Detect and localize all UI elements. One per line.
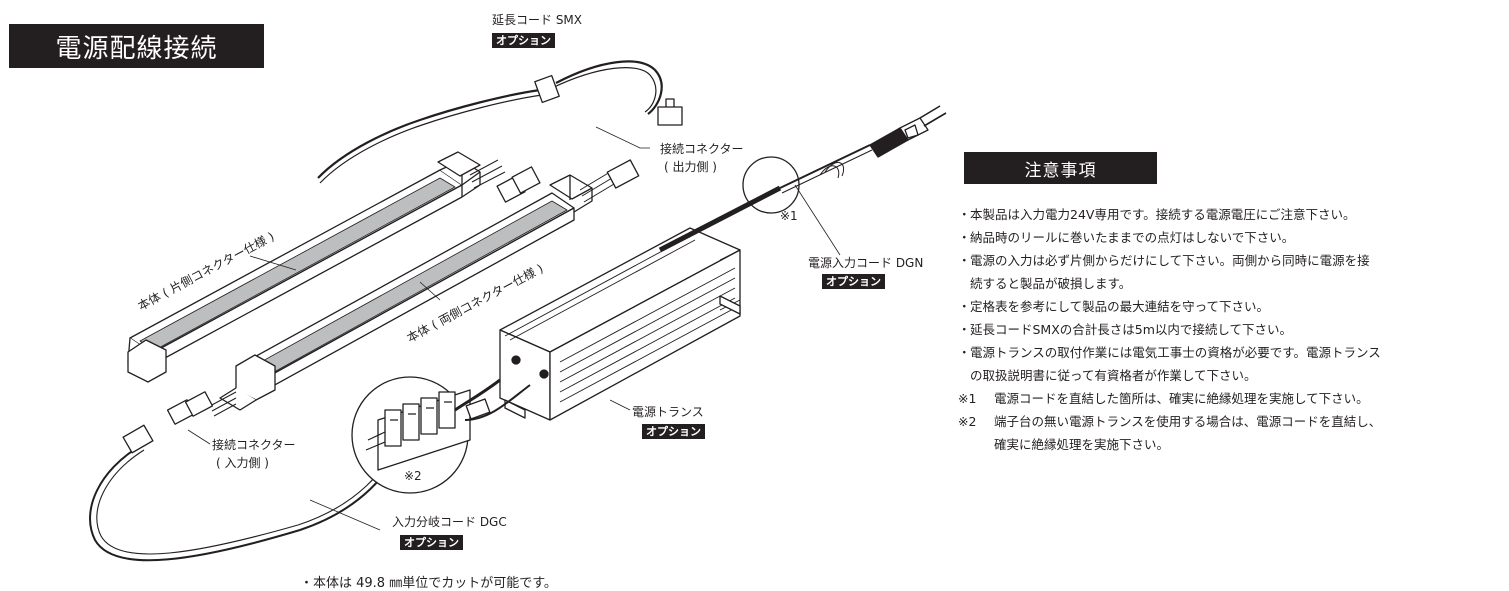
note-item: ・納品時のリールに巻いたままでの点灯はしないで下さい。 xyxy=(958,230,1295,245)
connector-output-side-label: ( 出力側 ) xyxy=(664,160,717,174)
connector-input-side-label: ( 入力側 ) xyxy=(216,456,269,470)
power-cord-option-badge: オプション xyxy=(822,274,885,289)
extension-connector-left xyxy=(496,166,541,203)
power-cord-label: 電源入力コード DGN xyxy=(808,256,924,270)
note-item: ・本製品は入力電力24V専用です。接続する電源電圧にご注意下さい。 xyxy=(958,207,1356,222)
note-mark-1: ※1 xyxy=(780,209,798,223)
extension-cord-smx xyxy=(317,60,683,184)
power-transformer xyxy=(499,227,741,421)
note-item: ・延長コードSMXの合計長さは5m以内で接続して下さい。 xyxy=(958,322,1293,337)
note-item: ・電源の入力は必ず片側からだけにして下さい。両側から同時に電源を接続すると製品が… xyxy=(958,253,1370,291)
detail-circle-2 xyxy=(351,376,531,494)
extension-cord-label: 延長コード SMX xyxy=(492,13,583,27)
body-double-side xyxy=(166,159,640,425)
transformer-label: 電源トランス xyxy=(632,405,704,419)
power-input-cord-dgn xyxy=(779,105,947,194)
page-title: 電源配線接続 xyxy=(9,24,264,68)
note-mark-2: ※2 xyxy=(404,469,422,483)
notes-list: ・本製品は入力電力24V専用です。接続する電源電圧にご注意下さい。 ・納品時のリ… xyxy=(958,203,1498,456)
note-item: ・定格表を参考にして製品の最大連結を守って下さい。 xyxy=(958,299,1270,314)
body-single-side xyxy=(127,151,506,383)
extension-cord-option-badge: オプション xyxy=(492,33,555,48)
notes-title: 注意事項 xyxy=(964,152,1157,184)
cut-unit-note: ・本体は 49.8 ㎜単位でカットが可能です。 xyxy=(300,576,557,591)
transformer-output-cable xyxy=(658,185,782,253)
connector-input-label: 接続コネクター xyxy=(212,438,296,452)
connector-output-label: 接続コネクター xyxy=(660,142,744,156)
wiring-diagram xyxy=(89,60,947,562)
note-item: ・電源トランスの取付作業には電気工事士の資格が必要です。電源トランスの取扱説明書… xyxy=(958,345,1381,383)
branch-cord-option-badge: オプション xyxy=(400,535,463,550)
detail-circle-1 xyxy=(742,156,800,214)
transformer-option-badge: オプション xyxy=(642,424,705,439)
branch-cord-label: 入力分岐コード DGC xyxy=(392,515,507,529)
branch-cord-dgc xyxy=(89,424,401,562)
